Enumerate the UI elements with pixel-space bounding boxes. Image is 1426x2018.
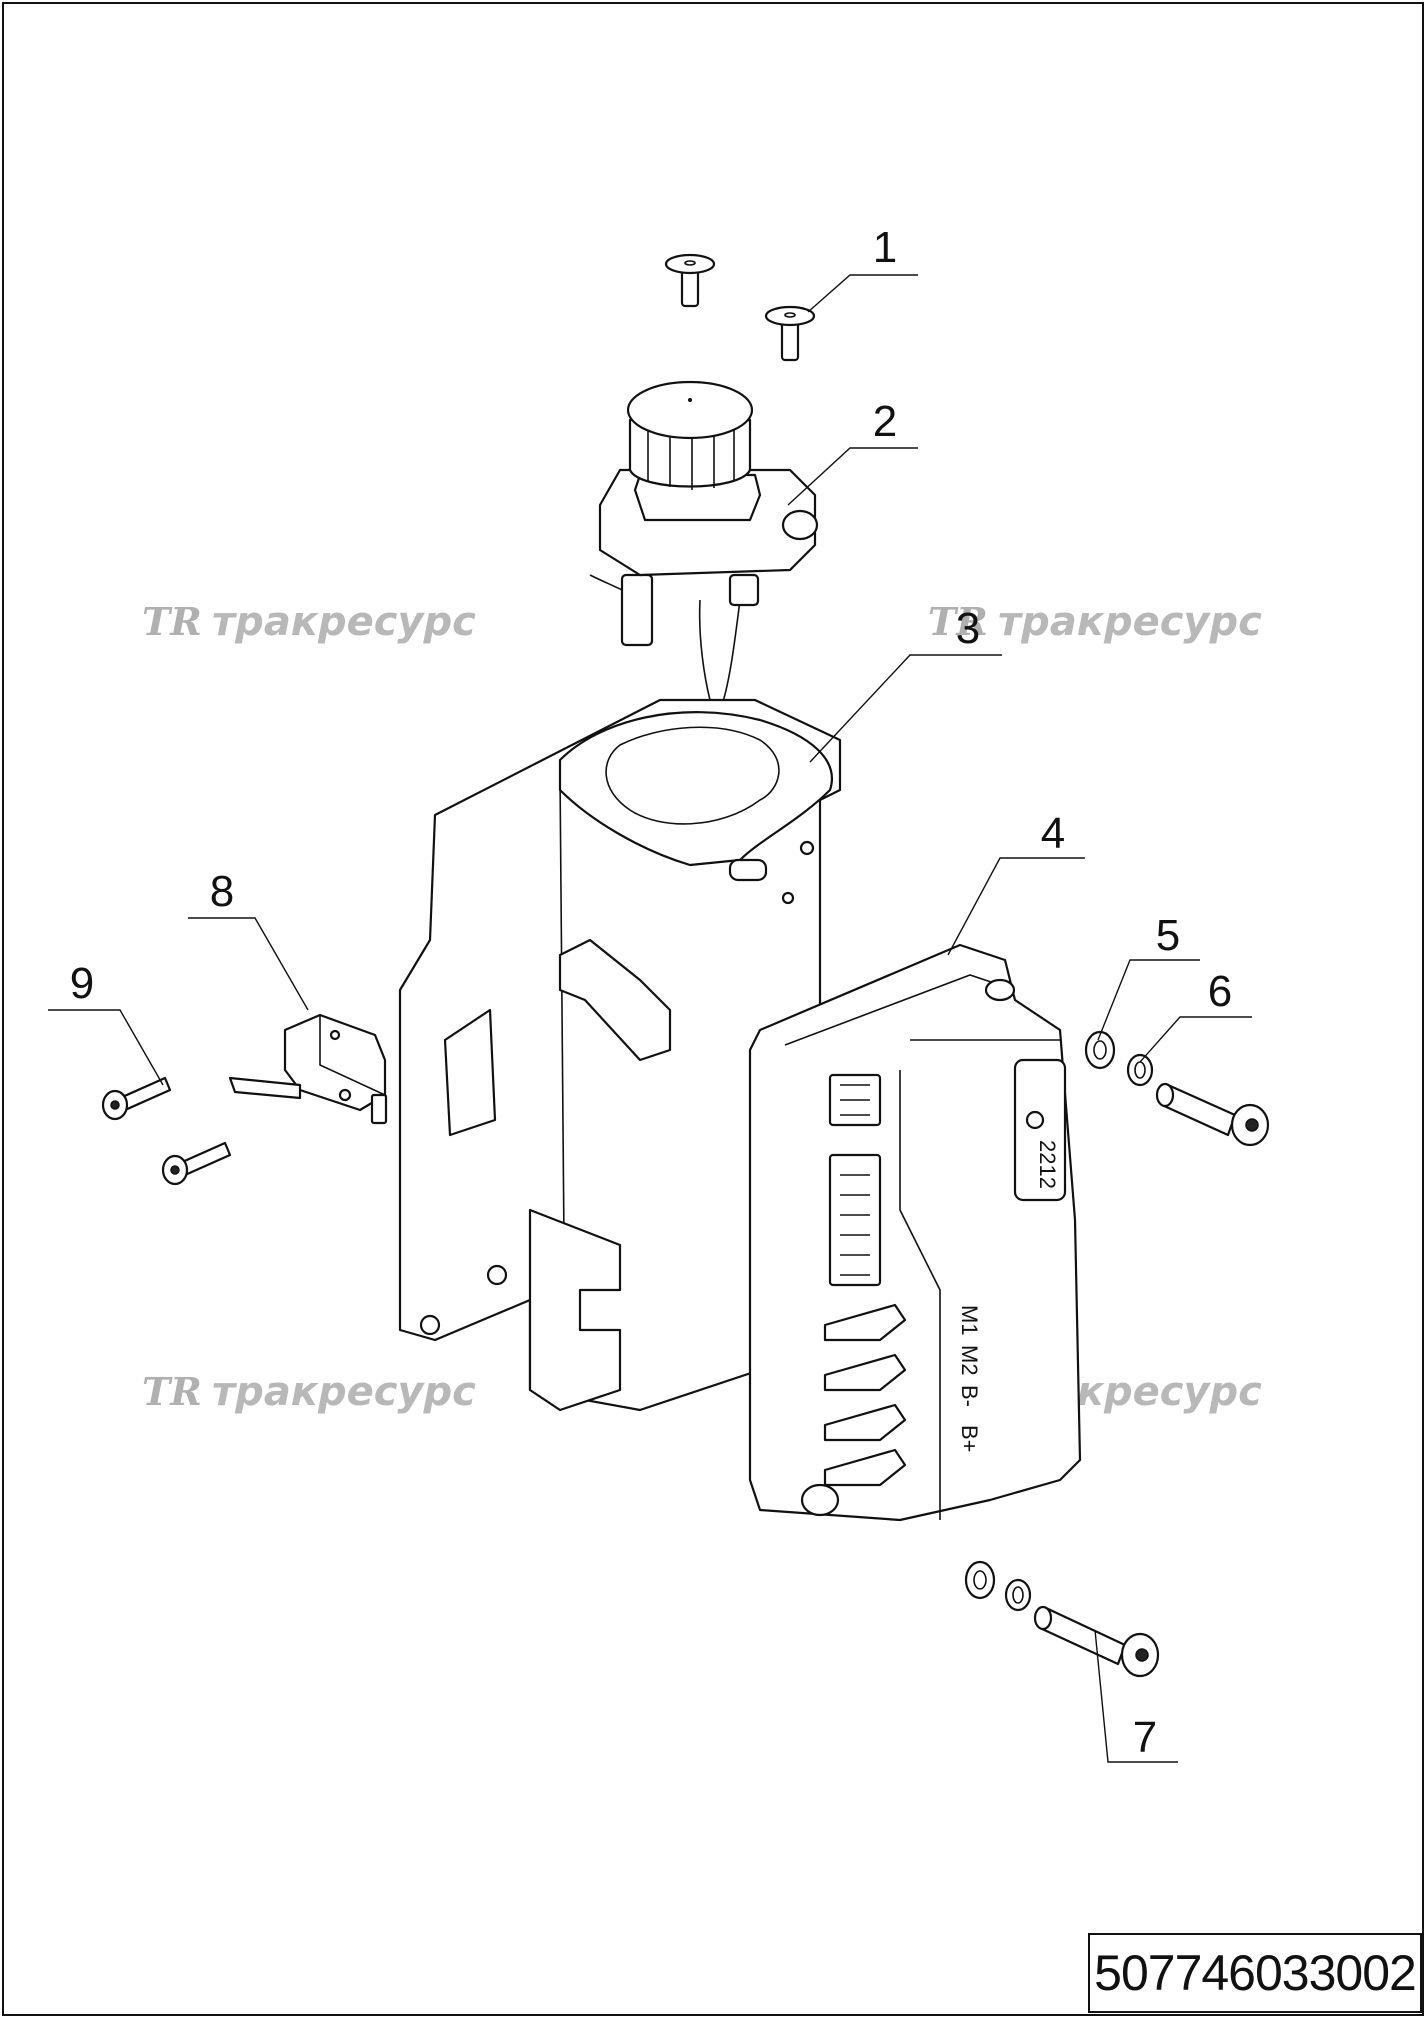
- watermark-top-right: TR тракресурс: [928, 599, 1262, 645]
- callout-2: 2: [873, 397, 897, 446]
- watermark-top-left: TR тракресурс: [142, 599, 476, 645]
- callout-7: 7: [1133, 1713, 1157, 1762]
- watermark-text: тракресурс: [212, 599, 476, 645]
- callout-3: 3: [956, 604, 980, 653]
- part-6-lock-washer: [1126, 1053, 1154, 1087]
- part-8-micro-switch: [228, 1013, 388, 1125]
- watermark-bottom-left: TR тракресурс: [142, 1369, 476, 1415]
- callout-8: 8: [210, 867, 234, 916]
- callout-4: 4: [1041, 809, 1065, 858]
- part-9-socket-screw-a: [101, 1076, 172, 1121]
- part-9-socket-screw-b: [161, 1141, 232, 1186]
- part-7-socket-bolt: [964, 1560, 1160, 1678]
- part-1-countersunk-screw-b: [764, 305, 816, 362]
- terminal-m1-label: M1: [957, 1305, 982, 1336]
- watermark-text: тракресурс: [212, 1369, 476, 1415]
- watermark-text: тракресурс: [998, 599, 1262, 645]
- watermark-logo: TR: [142, 599, 202, 644]
- part-3-bracket: [398, 698, 842, 1412]
- part-5-flat-washer: [1084, 1030, 1116, 1070]
- watermark-logo: TR: [142, 1369, 202, 1414]
- callout-9: 9: [70, 959, 94, 1008]
- part-1-countersunk-screw-a: [664, 253, 716, 308]
- callout-1: 1: [873, 223, 897, 272]
- callout-6: 6: [1208, 967, 1232, 1016]
- terminal-b-minus-label: B-: [957, 1385, 982, 1407]
- controller-model-label: 2212: [1035, 1140, 1060, 1189]
- callout-numbers: 1 2 3 4 5 6 7 8 9: [70, 223, 1232, 1762]
- callout-5: 5: [1156, 911, 1180, 960]
- terminal-m2-label: M2: [957, 1345, 982, 1376]
- part-4-controller: 2212 M1 M2 B- B+: [748, 943, 1082, 1522]
- right-socket-bolt: [1155, 1082, 1270, 1147]
- leader-lines: [48, 274, 1252, 1763]
- document-number: 507746033002: [1088, 1933, 1422, 2013]
- part-2-potentiometer: [589, 380, 819, 706]
- watermark-logo: TR: [928, 599, 988, 644]
- terminal-b-plus-label: B+: [957, 1425, 982, 1453]
